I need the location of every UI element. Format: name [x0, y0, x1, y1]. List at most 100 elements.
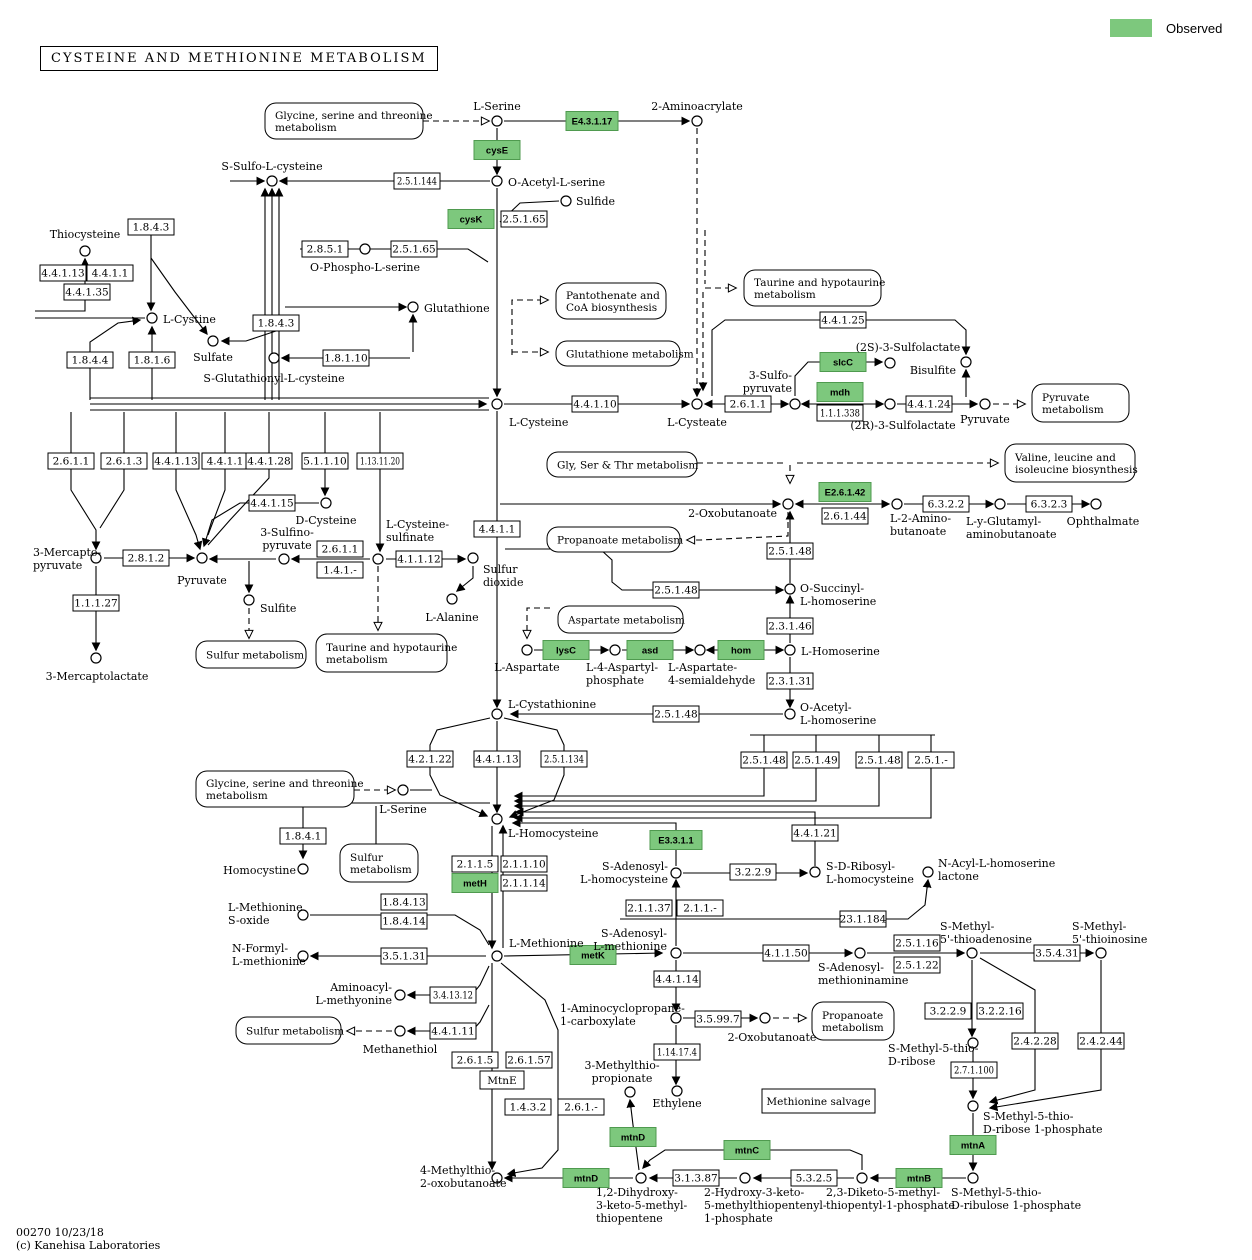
compound-l-cysteine[interactable]: [491, 398, 503, 410]
compound-o-acetyl-l-homoserine[interactable]: [784, 708, 796, 720]
ec-box-6-3-2-3[interactable]: [1025, 495, 1073, 513]
gene-box-mtnb[interactable]: [895, 1168, 943, 1188]
compound-2-oxobutanoate-2[interactable]: [759, 1012, 771, 1024]
compound-s-sulfo-l-cysteine[interactable]: [266, 175, 278, 187]
gene-box-slcc[interactable]: [819, 352, 867, 372]
ec-box-1-8-1-10[interactable]: [322, 349, 370, 367]
compound-o-succinyl-l-homoserine[interactable]: [784, 583, 796, 595]
compound-3-methylthiopropionate[interactable]: [624, 1086, 636, 1098]
compound-1-2-dihydroxy-3-keto-5-methylthiopentene[interactable]: [635, 1172, 647, 1184]
gene-box-hom[interactable]: [717, 640, 765, 660]
compound-s-adenosyl-methioninamine[interactable]: [854, 947, 866, 959]
compound-s-methyl-5-thioinosine[interactable]: [1095, 947, 1107, 959]
gene-box-mtna[interactable]: [949, 1135, 997, 1155]
ec-box-4-1-1-50[interactable]: [762, 944, 810, 962]
ec-box-4-1-1-12[interactable]: [395, 550, 443, 568]
compound-l-methionine-s-oxide[interactable]: [297, 909, 309, 921]
ec-box-3-2-2-9[interactable]: [729, 863, 777, 881]
ec-box-1-8-4-4[interactable]: [66, 351, 114, 369]
ec-box-2-5-1-48[interactable]: [652, 581, 700, 599]
gene-box-e4-3-1-17[interactable]: [565, 111, 619, 131]
compound-sulfite[interactable]: [243, 594, 255, 606]
compound-homocystine[interactable]: [297, 863, 309, 875]
pyruvate-metabolism[interactable]: [1031, 383, 1130, 423]
ec-box-1-1-1-27[interactable]: [72, 594, 120, 612]
compound-ophthalmate[interactable]: [1090, 498, 1102, 510]
compound-n-formyl-l-methionine[interactable]: [297, 950, 309, 962]
compound-1-aminocyclopropane-1-carboxylate[interactable]: [670, 1012, 682, 1024]
ec-box-4-4-1-11[interactable]: [429, 1022, 477, 1040]
propanoate-metabolism-mid[interactable]: [546, 526, 681, 553]
compound-o-phospho-l-serine[interactable]: [359, 243, 371, 255]
ec-box-6-3-2-2[interactable]: [922, 495, 970, 513]
ec-box-3-4-13-12[interactable]: [429, 986, 477, 1004]
ec-box-1-1-1-338[interactable]: [816, 404, 864, 422]
ec-box-2-6-1-1[interactable]: [724, 395, 772, 413]
compound-l-methionine[interactable]: [491, 950, 503, 962]
ec-box-4-4-1-21[interactable]: [791, 824, 839, 842]
ec-box-5-1-1-10[interactable]: [301, 452, 349, 470]
ec-box-2-5-1-48[interactable]: [740, 751, 788, 769]
ec-box-3-5-4-31[interactable]: [1033, 944, 1081, 962]
compound-s-adenosyl-l-methionine[interactable]: [670, 947, 682, 959]
ec-box-4-4-1-13[interactable]: [473, 750, 521, 768]
compound-l-homocysteine[interactable]: [491, 813, 503, 825]
gly-ser-thr-metabolism[interactable]: [546, 451, 698, 478]
compound-l-serine-2[interactable]: [397, 784, 409, 796]
gene-box-mdh[interactable]: [816, 382, 864, 402]
compound-l-y-glutamyl-aminobutanoate[interactable]: [994, 498, 1006, 510]
ec-box-2-3-1-46[interactable]: [766, 617, 814, 635]
ec-box-2-6-1-1[interactable]: [316, 540, 364, 558]
ec-box-1-8-1-6[interactable]: [128, 351, 176, 369]
ec-box-2-6-1-3[interactable]: [100, 452, 148, 470]
ec-box-2-5-1-134[interactable]: [540, 750, 588, 768]
gene-box-metk[interactable]: [569, 945, 617, 965]
ec-box-4-4-1-1[interactable]: [86, 264, 134, 282]
gene-box-lysc[interactable]: [542, 640, 590, 660]
compound-l-homoserine[interactable]: [784, 644, 796, 656]
ec-box-2-5-1-22[interactable]: [893, 956, 941, 974]
ec-box-4-4-1-15[interactable]: [248, 494, 296, 512]
compound-d-cysteine[interactable]: [320, 497, 332, 509]
compound-l-cysteate[interactable]: [691, 398, 703, 410]
compound-pyruvate-mid[interactable]: [196, 552, 208, 564]
compound-l-serine[interactable]: [491, 115, 503, 127]
compound-l-cystine[interactable]: [146, 312, 158, 324]
ec-box-2-1-1-5[interactable]: [451, 855, 499, 873]
compound-l-2-aminobutanoate[interactable]: [891, 498, 903, 510]
taurine-hypotaurine-metabolism-2[interactable]: [315, 633, 448, 673]
compound-2-aminoacrylate[interactable]: [691, 115, 703, 127]
ec-box-1-8-4-14[interactable]: [380, 912, 428, 930]
compound-ethylene[interactable]: [671, 1085, 683, 1097]
ec-box-4-4-1-13[interactable]: [39, 264, 87, 282]
ec-box-3-5-1-31[interactable]: [380, 947, 428, 965]
compound-thiocysteine[interactable]: [79, 245, 91, 257]
compound-3-sulfinopyruvate[interactable]: [278, 553, 290, 565]
compound-methanethiol[interactable]: [394, 1025, 406, 1037]
ec-box-1-4-1[interactable]: [316, 561, 364, 579]
compound-l-cysteine-sulfinate[interactable]: [372, 553, 384, 565]
sulfur-metabolism-1[interactable]: [195, 640, 307, 669]
compound-2-oxobutanoate[interactable]: [782, 498, 794, 510]
valine-leucine-isoleucine-biosynthesis[interactable]: [1004, 443, 1136, 483]
compound-o-acetyl-l-serine[interactable]: [491, 175, 503, 187]
compound-3-mercaptopyruvate[interactable]: [90, 552, 102, 564]
ec-box-1-13-11-20[interactable]: [356, 452, 404, 470]
gene-box-e3-3-1-1[interactable]: [649, 830, 703, 850]
ec-box-2-6-1-57[interactable]: [505, 1051, 553, 1069]
gene-box-asd[interactable]: [626, 640, 674, 660]
compound-sulfate[interactable]: [207, 335, 219, 347]
ec-box-2-8-1-2[interactable]: [122, 549, 170, 567]
ec-box-2-5-1-48[interactable]: [766, 542, 814, 560]
propanoate-metabolism-2[interactable]: [811, 1001, 895, 1041]
compound-pyruvate-right[interactable]: [979, 398, 991, 410]
ec-box-3-2-2-16[interactable]: [976, 1002, 1024, 1020]
ec-box-3-2-2-9[interactable]: [924, 1002, 972, 1020]
ec-box-2-5-1-49[interactable]: [792, 751, 840, 769]
gene-box-mtnd[interactable]: [609, 1127, 657, 1147]
ec-box-4-4-1-24[interactable]: [905, 395, 953, 413]
ec-box-2-6-1-1[interactable]: [47, 452, 95, 470]
ec-box-1-8-4-1[interactable]: [279, 827, 327, 845]
compound-l-alanine[interactable]: [446, 593, 458, 605]
compound-2-3-diketo-5-methylthiopentyl-1-phosphate[interactable]: [856, 1172, 868, 1184]
